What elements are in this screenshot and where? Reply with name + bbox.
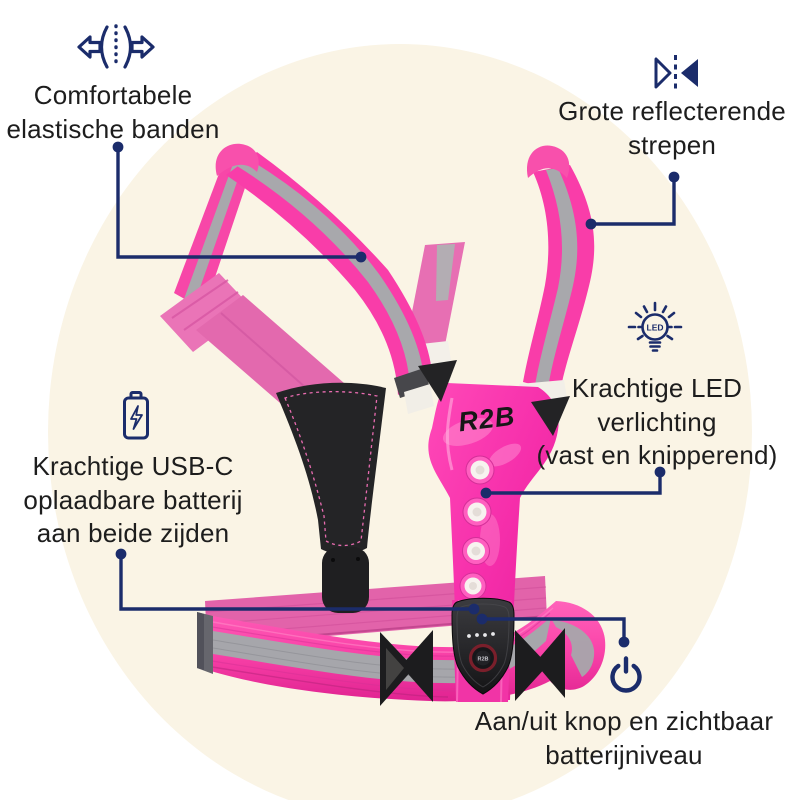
callout-elastic-label: Comfortabele elastische banden xyxy=(7,79,220,146)
led-bulb-label: LED xyxy=(647,323,664,333)
belt-buckle-right xyxy=(515,628,565,701)
callout-line: Comfortabele xyxy=(33,80,193,110)
callout-line-battery xyxy=(119,554,474,611)
callout-line-power xyxy=(482,617,626,642)
stretch-arrows-icon xyxy=(77,24,155,70)
back-panel-tab xyxy=(322,547,369,613)
callout-line: strepen xyxy=(627,129,717,160)
led-lights xyxy=(459,455,495,600)
callout-reflective-label: Grote reflecterende strepen xyxy=(558,95,786,162)
battery-level-dots xyxy=(467,632,495,638)
vest-brand-logo: R2B xyxy=(457,401,517,438)
callout-led-label: Krachtige LED verlichting (vast en knipp… xyxy=(536,372,777,473)
callout-battery-label: Krachtige USB-C oplaadbare batterij aan … xyxy=(23,450,242,551)
control-device: R2B xyxy=(451,597,515,695)
callout-line: Krachtige LED xyxy=(571,373,743,403)
led-light xyxy=(465,455,495,485)
callout-power-label: Aan/uit knop en zichtbaar batterijniveau xyxy=(475,705,773,772)
power-icon xyxy=(610,656,642,693)
panel-hook-left xyxy=(418,360,457,402)
mirror-triangles-icon xyxy=(654,55,698,91)
callout-line: Krachtige USB-C xyxy=(32,451,234,481)
black-back-panel xyxy=(276,382,386,613)
callout-line: aan beide zijden xyxy=(36,518,230,548)
device-brand-logo: R2B xyxy=(477,657,488,663)
callout-lines xyxy=(116,147,676,642)
belt-buckle-left xyxy=(380,630,433,706)
callout-line: Aan/uit knop en zichtbaar xyxy=(474,706,774,736)
callout-line-elastic xyxy=(116,147,361,259)
led-light xyxy=(459,572,487,600)
callout-line-reflective xyxy=(591,177,676,226)
callout-line: verlichting xyxy=(597,406,717,437)
callout-line: oplaadbare batterij xyxy=(23,484,243,515)
callout-line: (vast en knipperend) xyxy=(536,440,778,470)
callout-line: batterijniveau xyxy=(545,739,703,770)
led-light xyxy=(462,497,492,527)
battery-bolt-icon xyxy=(123,391,149,440)
panel-hook-right xyxy=(531,396,570,436)
power-button: R2B xyxy=(468,643,498,673)
callout-line: elastische banden xyxy=(6,113,220,144)
led-light xyxy=(462,537,490,565)
callout-line-led xyxy=(486,472,662,495)
led-bulb-icon: LED xyxy=(627,301,683,352)
callout-dots xyxy=(112,141,680,648)
left-shoulder-strap-front xyxy=(215,143,434,414)
callout-line: Grote reflecterende xyxy=(558,96,786,126)
